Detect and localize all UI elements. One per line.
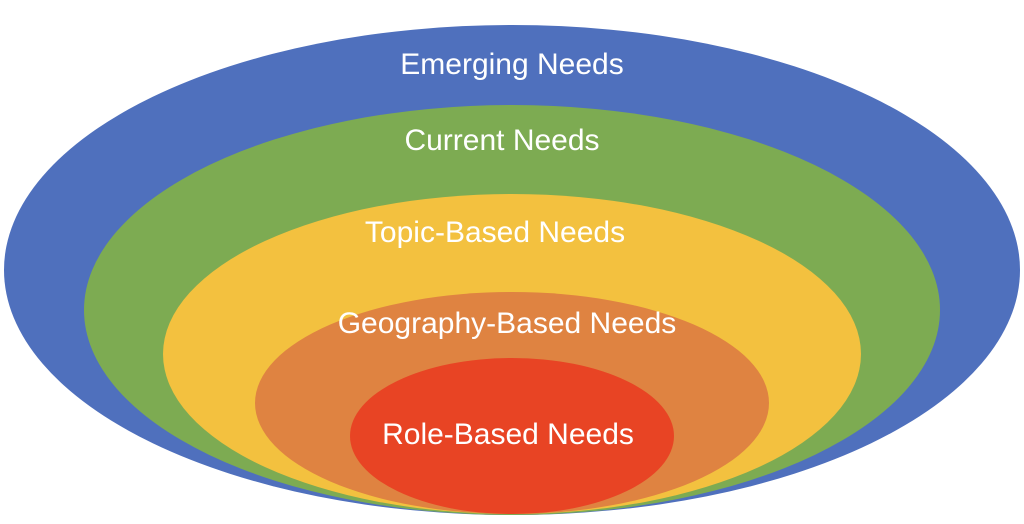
- label-current-needs: Current Needs: [404, 124, 599, 157]
- label-role-based-needs: Role-Based Needs: [382, 418, 634, 451]
- label-geography-based-needs: Geography-Based Needs: [338, 307, 677, 340]
- ring-labels: Emerging Needs Current Needs Topic-Based…: [338, 48, 677, 451]
- label-topic-based-needs: Topic-Based Needs: [365, 216, 625, 249]
- ring-role-based-needs: [350, 358, 674, 514]
- label-emerging-needs: Emerging Needs: [400, 48, 623, 81]
- ring-shapes: [4, 25, 1020, 515]
